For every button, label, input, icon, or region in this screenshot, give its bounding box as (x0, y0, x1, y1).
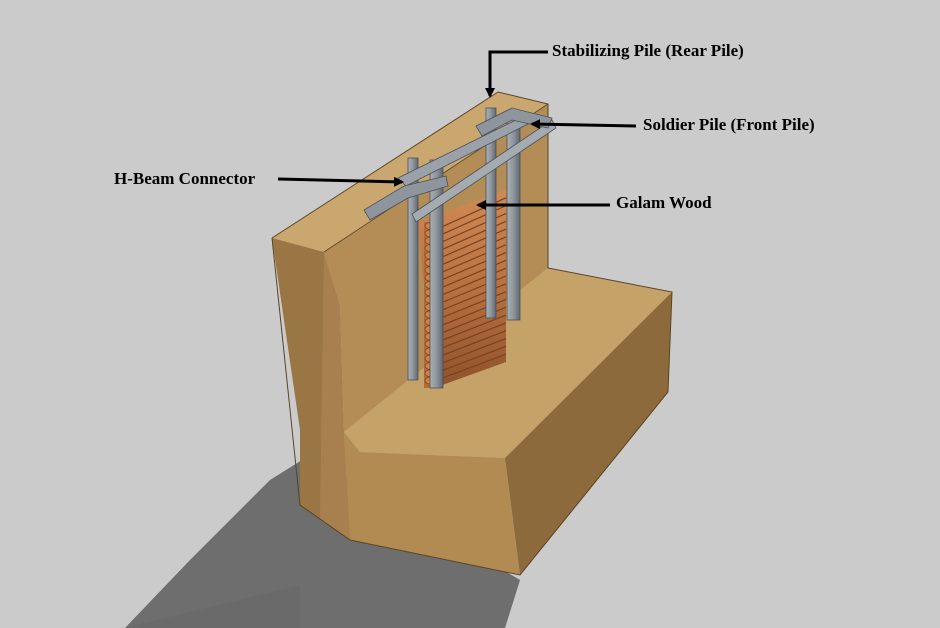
h-beam-connector-arrow (277, 176, 404, 187)
lower-block-front (344, 432, 520, 575)
h-beam-connector-right (475, 107, 553, 137)
wood-log-seam (435, 314, 507, 344)
soil-outline (271, 91, 673, 576)
excavated-floor (344, 268, 672, 458)
galam-wood-label: Galam Wood (616, 193, 712, 212)
stabilizing-pile-right (485, 107, 497, 319)
h-beam-connector-left (363, 175, 449, 221)
ground-shadow (125, 455, 520, 628)
ground-shadow-lower (125, 585, 300, 628)
soldier-pile-arrow (530, 119, 637, 130)
h-beam-connector-label: H-Beam Connector (114, 169, 256, 188)
wood-log-seam (435, 345, 507, 374)
stabilizing-pile-left (407, 157, 419, 381)
wood-log-seam (435, 353, 507, 382)
wood-log-seam (435, 330, 507, 359)
wood-log-seam (435, 337, 507, 366)
wood-log-seam (435, 322, 507, 351)
retained-soil-front (320, 252, 350, 540)
stabilizing-pile-arrow (485, 50, 548, 98)
soldier-pile-label: Soldier Pile (Front Pile) (643, 115, 815, 134)
top-beam-front (411, 119, 557, 223)
stabilizing-pile-label: Stabilizing Pile (Rear Pile) (552, 41, 744, 60)
lower-block-side (505, 292, 672, 575)
